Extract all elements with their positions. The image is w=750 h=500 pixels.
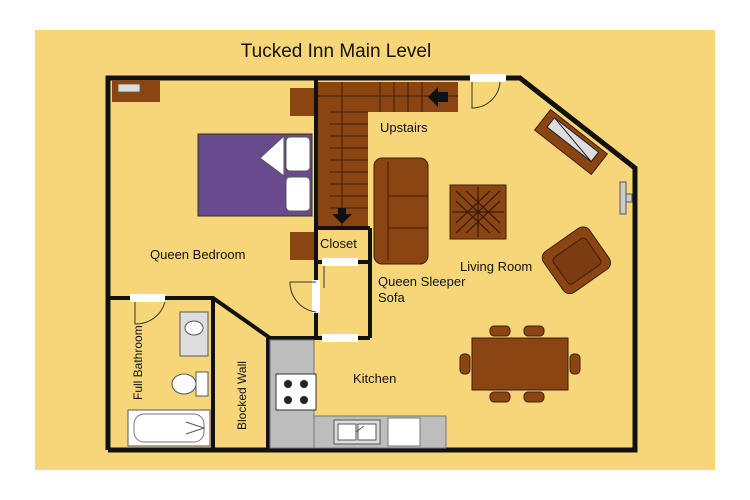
outer-walls <box>105 75 638 453</box>
label-full-bathroom: Full Bathroom <box>131 325 145 400</box>
door-swings <box>134 81 501 325</box>
bathroom-door-sill <box>130 294 165 302</box>
label-living-room: Living Room <box>460 259 532 274</box>
label-blocked-wall: Blocked Wall <box>235 361 249 430</box>
label-upstairs: Upstairs <box>380 120 428 135</box>
living-furniture <box>373 108 633 403</box>
dishwasher <box>387 417 421 447</box>
pillow-bottom <box>285 176 311 212</box>
stove <box>275 373 317 411</box>
label-kitchen: Kitchen <box>353 371 396 386</box>
arrow-left-icon <box>428 87 448 107</box>
kitchen-fixtures <box>269 339 447 449</box>
bedroom-furniture <box>112 80 314 260</box>
pillow-top <box>285 136 311 172</box>
nightstand-top <box>290 88 314 116</box>
label-queen-bedroom: Queen Bedroom <box>150 247 245 262</box>
toilet-icon <box>171 373 197 395</box>
front-door-sill <box>470 74 506 82</box>
tv-icon <box>117 83 141 93</box>
bedroom-door-sill <box>312 280 320 313</box>
faucet-icon <box>355 425 365 433</box>
plan-title: Tucked Inn Main Level <box>241 41 431 62</box>
bed-sheet-fold <box>259 134 285 177</box>
stove-burners-icon <box>284 380 308 404</box>
arrow-down-icon <box>332 208 352 224</box>
tub-faucet-icon <box>185 421 206 435</box>
nightstand-bottom <box>290 232 314 260</box>
sink-icon <box>184 320 204 336</box>
label-queen-sleeper-line1: Queen Sleeper <box>378 274 466 289</box>
label-closet: Closet <box>320 236 357 251</box>
label-queen-sleeper-line2: Sofa <box>378 290 406 305</box>
dining-set <box>459 325 581 403</box>
tv-stand <box>533 108 609 176</box>
toilet-tank <box>195 371 209 397</box>
armchair <box>541 226 612 295</box>
staircase <box>318 82 458 226</box>
dining-table <box>471 337 569 391</box>
closet-door-sill <box>322 258 358 266</box>
wall-tv-icon <box>619 181 633 215</box>
ottoman-pattern <box>452 187 504 237</box>
sleeper-sofa <box>373 157 429 265</box>
hall-door-sill <box>322 334 358 342</box>
bathroom-fixtures <box>127 311 211 447</box>
